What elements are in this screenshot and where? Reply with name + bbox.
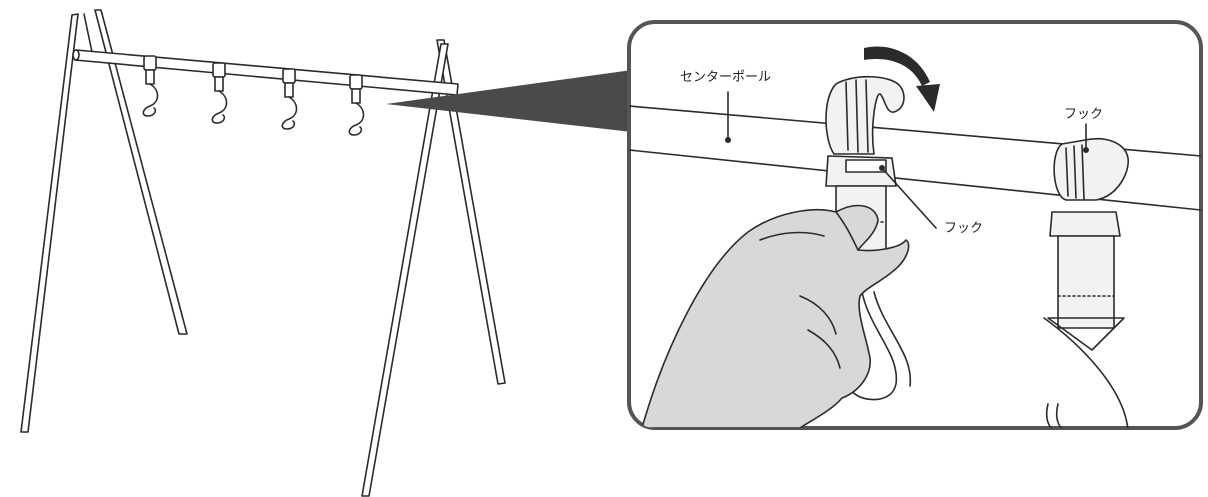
detail-pole-bottom-edge [629,149,1201,211]
pole-hook-3 [281,68,298,130]
hung-hook [1043,138,1129,428]
center-pole-leader-dot [724,137,731,144]
held-hook-leader [881,167,937,229]
hung-hook-buckle [1049,211,1121,237]
left-rear-leg [94,9,188,335]
pole-hook-1 [142,55,159,117]
held-hook-collar [825,75,905,155]
held-hook-leader-dot [878,165,885,172]
center-pole-label: センターポール [680,70,771,85]
right-front-leg [361,43,449,497]
hanger-rack-overview [20,9,506,497]
center-pole-left-end [72,49,80,61]
pole-hook-4 [348,74,365,136]
left-leg-top-stub [83,13,93,53]
hung-hook-label: フック [1064,107,1103,122]
hung-hook-collar [1053,138,1129,201]
hand [641,204,910,428]
hand-silhouette [641,204,910,428]
pole-hook-2 [211,62,228,124]
curved-arrow-clockwise-icon [864,46,940,112]
right-a-frame [361,39,506,497]
hung-hook-leader-dot [1083,147,1090,154]
hung-hook-loop [1047,317,1125,351]
left-front-leg [20,13,79,433]
center-pole [74,49,459,96]
left-a-frame [20,9,188,433]
right-rear-leg [436,39,506,385]
detail-frame: センターポール フック フック [627,20,1203,430]
held-hook-label: フック [944,221,983,236]
hung-hook-strap [1057,235,1115,329]
callout-wedge [386,70,632,132]
